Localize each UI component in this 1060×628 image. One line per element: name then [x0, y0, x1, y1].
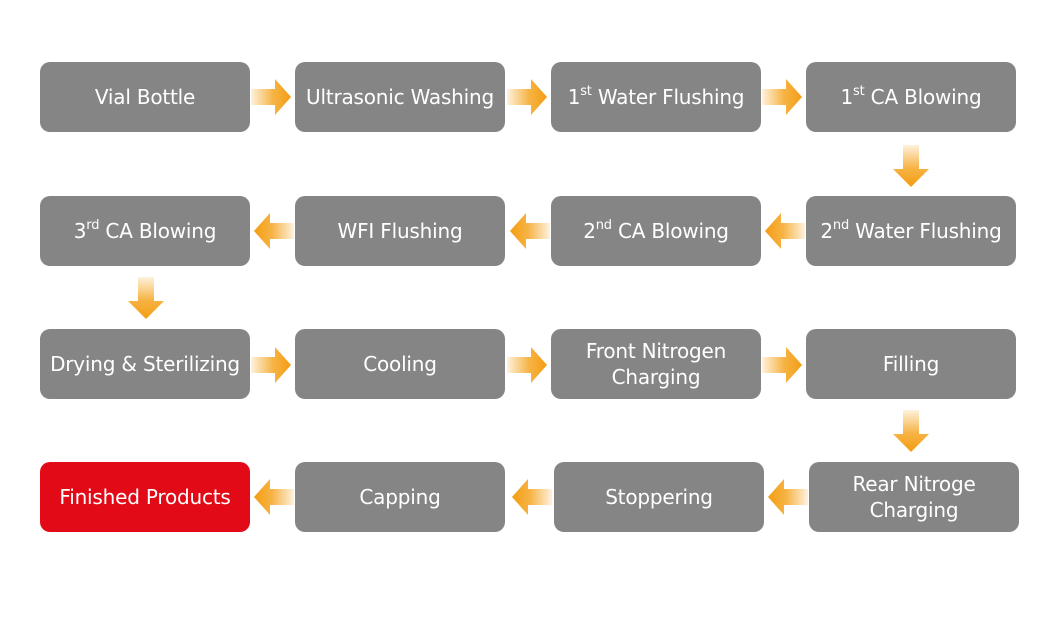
step-label: Drying & Sterilizing: [50, 352, 240, 376]
arrow-left-icon: [768, 479, 808, 515]
step-label: 3rd CA Blowing: [73, 218, 217, 243]
step-label: WFI Flushing: [337, 219, 463, 243]
step-1st-ca-blowing: 1st CA Blowing: [806, 62, 1016, 132]
step-label: Ultrasonic Washing: [306, 85, 494, 109]
arrow-left-icon: [254, 479, 294, 515]
arrow-left-icon: [512, 479, 552, 515]
arrow-down-icon: [893, 410, 929, 452]
step-stoppering: Stoppering: [554, 462, 764, 532]
step-label: 1st CA Blowing: [840, 84, 982, 109]
arrow-left-icon: [765, 213, 805, 249]
step-capping: Capping: [295, 462, 505, 532]
step-1st-water-flushing: 1st Water Flushing: [551, 62, 761, 132]
arrow-right-icon: [507, 79, 547, 115]
arrow-right-icon: [251, 347, 291, 383]
arrow-right-icon: [507, 347, 547, 383]
step-drying-sterilizing: Drying & Sterilizing: [40, 329, 250, 399]
step-label: 1st Water Flushing: [567, 84, 745, 109]
arrow-right-icon: [762, 79, 802, 115]
arrow-down-icon: [893, 145, 929, 187]
step-3rd-ca-blowing: 3rd CA Blowing: [40, 196, 250, 266]
arrow-right-icon: [251, 79, 291, 115]
arrow-left-icon: [254, 213, 294, 249]
step-label: Finished Products: [59, 485, 231, 509]
step-label: 2nd CA Blowing: [583, 218, 729, 243]
step-vial-bottle: Vial Bottle: [40, 62, 250, 132]
step-label: Stoppering: [605, 485, 713, 509]
step-label: 2nd Water Flushing: [820, 218, 1002, 243]
step-2nd-ca-blowing: 2nd CA Blowing: [551, 196, 761, 266]
arrow-down-icon: [128, 277, 164, 319]
step-label: Filling: [882, 352, 940, 376]
arrow-left-icon: [510, 213, 550, 249]
step-ultrasonic-washing: Ultrasonic Washing: [295, 62, 505, 132]
arrow-right-icon: [762, 347, 802, 383]
step-cooling: Cooling: [295, 329, 505, 399]
step-finished-products: Finished Products: [40, 462, 250, 532]
step-label: Vial Bottle: [94, 85, 196, 109]
step-2nd-water-flushing: 2nd Water Flushing: [806, 196, 1016, 266]
step-label: Cooling: [363, 352, 437, 376]
step-filling: Filling: [806, 329, 1016, 399]
step-label: Capping: [359, 485, 441, 509]
step-wfi-flushing: WFI Flushing: [295, 196, 505, 266]
